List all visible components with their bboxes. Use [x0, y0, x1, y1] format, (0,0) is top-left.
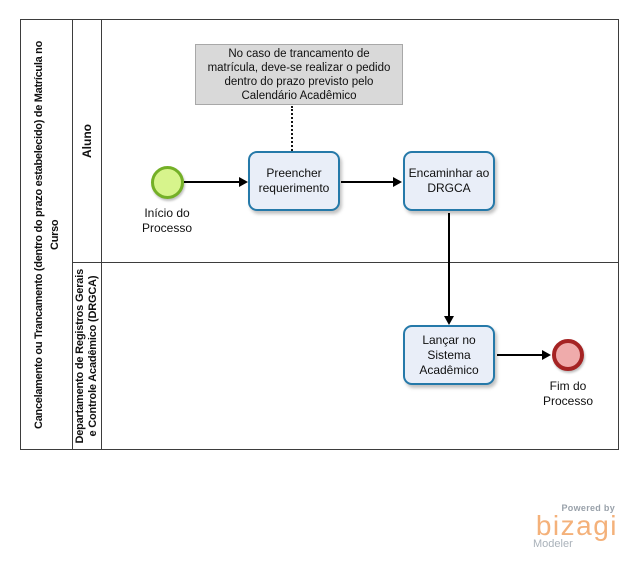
sequence-flow-preencher-to-encaminhar [341, 181, 394, 183]
lane-drgca-label: Departamento de Registros Gerais e Contr… [74, 268, 99, 444]
task-encaminhar-ao-drgca[interactable]: Encaminhar ao DRGCA [403, 151, 495, 211]
lane-aluno-label-band: Aluno [73, 20, 102, 262]
modeler-text: Modeler [533, 538, 573, 550]
sequence-flow-encaminhar-to-lancar [448, 213, 450, 317]
powered-by-text: Powered by [561, 503, 615, 513]
end-event[interactable] [552, 339, 584, 371]
text-annotation[interactable]: No caso de trancamento de matrícula, dev… [195, 44, 403, 105]
start-event-label: Início do Processo [141, 206, 193, 235]
arrowhead-right-icon [393, 177, 402, 187]
arrowhead-right-icon [542, 350, 551, 360]
bizagi-branding: Powered by bizagi Modeler [528, 503, 618, 550]
task-lancar-no-sistema-academico[interactable]: Lançar no Sistema Acadêmico [403, 325, 495, 385]
lanes-container: Aluno Departamento de Registros Gerais e… [73, 20, 618, 449]
lane-drgca: Departamento de Registros Gerais e Contr… [73, 263, 618, 449]
pool-title-band: Cancelamento ou Trancamento (dentro do p… [21, 20, 73, 449]
sequence-flow-start-to-preencher [184, 181, 240, 183]
start-event[interactable] [151, 166, 184, 199]
arrowhead-right-icon [239, 177, 248, 187]
lane-aluno-label: Aluno [80, 124, 94, 158]
pool-title: Cancelamento ou Trancamento (dentro do p… [32, 40, 61, 429]
sequence-flow-lancar-to-end [497, 354, 543, 356]
bizagi-wordmark: bizagi [535, 510, 618, 541]
association-dotted-line [291, 106, 293, 151]
lane-drgca-content [102, 263, 618, 449]
arrowhead-down-icon [444, 316, 454, 325]
end-event-label: Fim do Processo [542, 379, 594, 408]
lane-aluno: Aluno [73, 20, 618, 263]
lane-drgca-label-band: Departamento de Registros Gerais e Contr… [73, 263, 102, 449]
task-preencher-requerimento[interactable]: Preencher requerimento [248, 151, 340, 211]
